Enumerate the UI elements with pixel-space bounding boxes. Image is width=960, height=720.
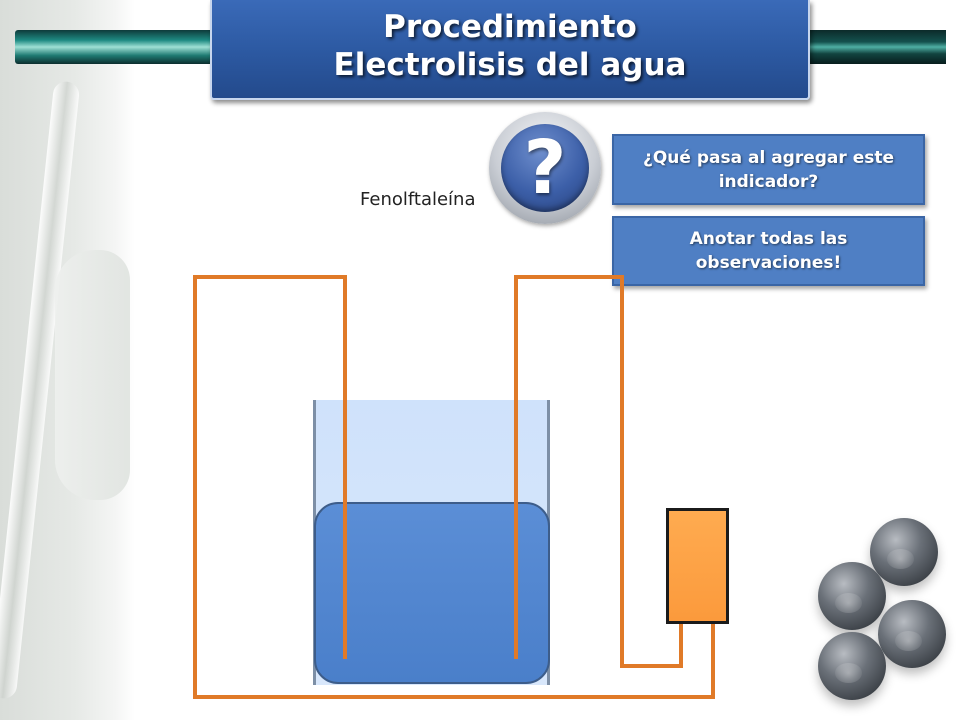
water-solution — [314, 502, 550, 684]
gloved-hand-image — [55, 250, 130, 500]
header-bar-right — [808, 30, 946, 64]
question-icon: ? — [489, 112, 601, 224]
wire-battery-left — [679, 620, 683, 668]
slide-title: Procedimiento Electrolisis del agua — [210, 0, 810, 100]
sphere-3 — [878, 600, 946, 668]
sphere-4 — [818, 632, 886, 700]
lab-decoration-image — [0, 0, 135, 720]
header-bar-left — [15, 30, 215, 64]
question-glyph: ? — [501, 124, 589, 212]
wire-left-top — [193, 275, 347, 279]
question-callout: ¿Qué pasa al agregar este indicador? — [612, 134, 925, 205]
wire-right-top — [514, 275, 624, 279]
title-line-1: Procedimiento — [383, 9, 637, 45]
wire-right-vertical — [620, 275, 624, 668]
instruction-callout: Anotar todas las observaciones! — [612, 216, 925, 286]
battery — [666, 508, 729, 624]
right-electrode — [514, 275, 518, 659]
left-electrode — [343, 275, 347, 659]
wire-battery-right — [711, 620, 715, 699]
sphere-2 — [818, 562, 886, 630]
wire-bottom — [193, 695, 715, 699]
sphere-1 — [870, 518, 938, 586]
wire-right-bottom — [620, 664, 683, 668]
wire-left-outer-vertical — [193, 275, 197, 699]
indicator-label: Fenolftaleína — [360, 189, 476, 210]
title-line-2: Electrolisis del agua — [333, 47, 687, 83]
